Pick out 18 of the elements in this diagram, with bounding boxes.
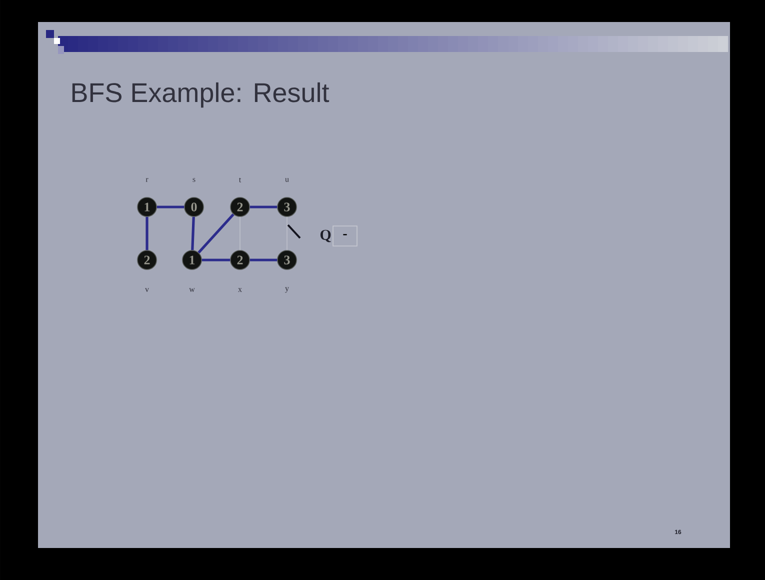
graph-edge xyxy=(250,258,278,262)
queue-label: Q xyxy=(320,230,331,242)
graph-edge xyxy=(146,216,148,250)
vertex-name: w xyxy=(189,288,195,292)
vertex-name: v xyxy=(145,288,149,292)
vertex-name: t xyxy=(238,178,242,182)
graph-edge xyxy=(156,206,184,208)
graph-edge xyxy=(202,258,230,262)
graph-edge xyxy=(191,216,195,250)
vertex-name: y xyxy=(285,287,289,293)
graph-edge xyxy=(198,213,234,254)
vertex-name: x xyxy=(238,288,242,292)
slide-title: BFS Example: Result xyxy=(72,82,330,108)
graph-edge xyxy=(250,206,278,208)
vertex-name: r xyxy=(146,178,148,182)
vertex-name: s xyxy=(192,178,196,182)
vertex-name: u xyxy=(285,178,289,182)
queue-box: - xyxy=(332,226,358,246)
